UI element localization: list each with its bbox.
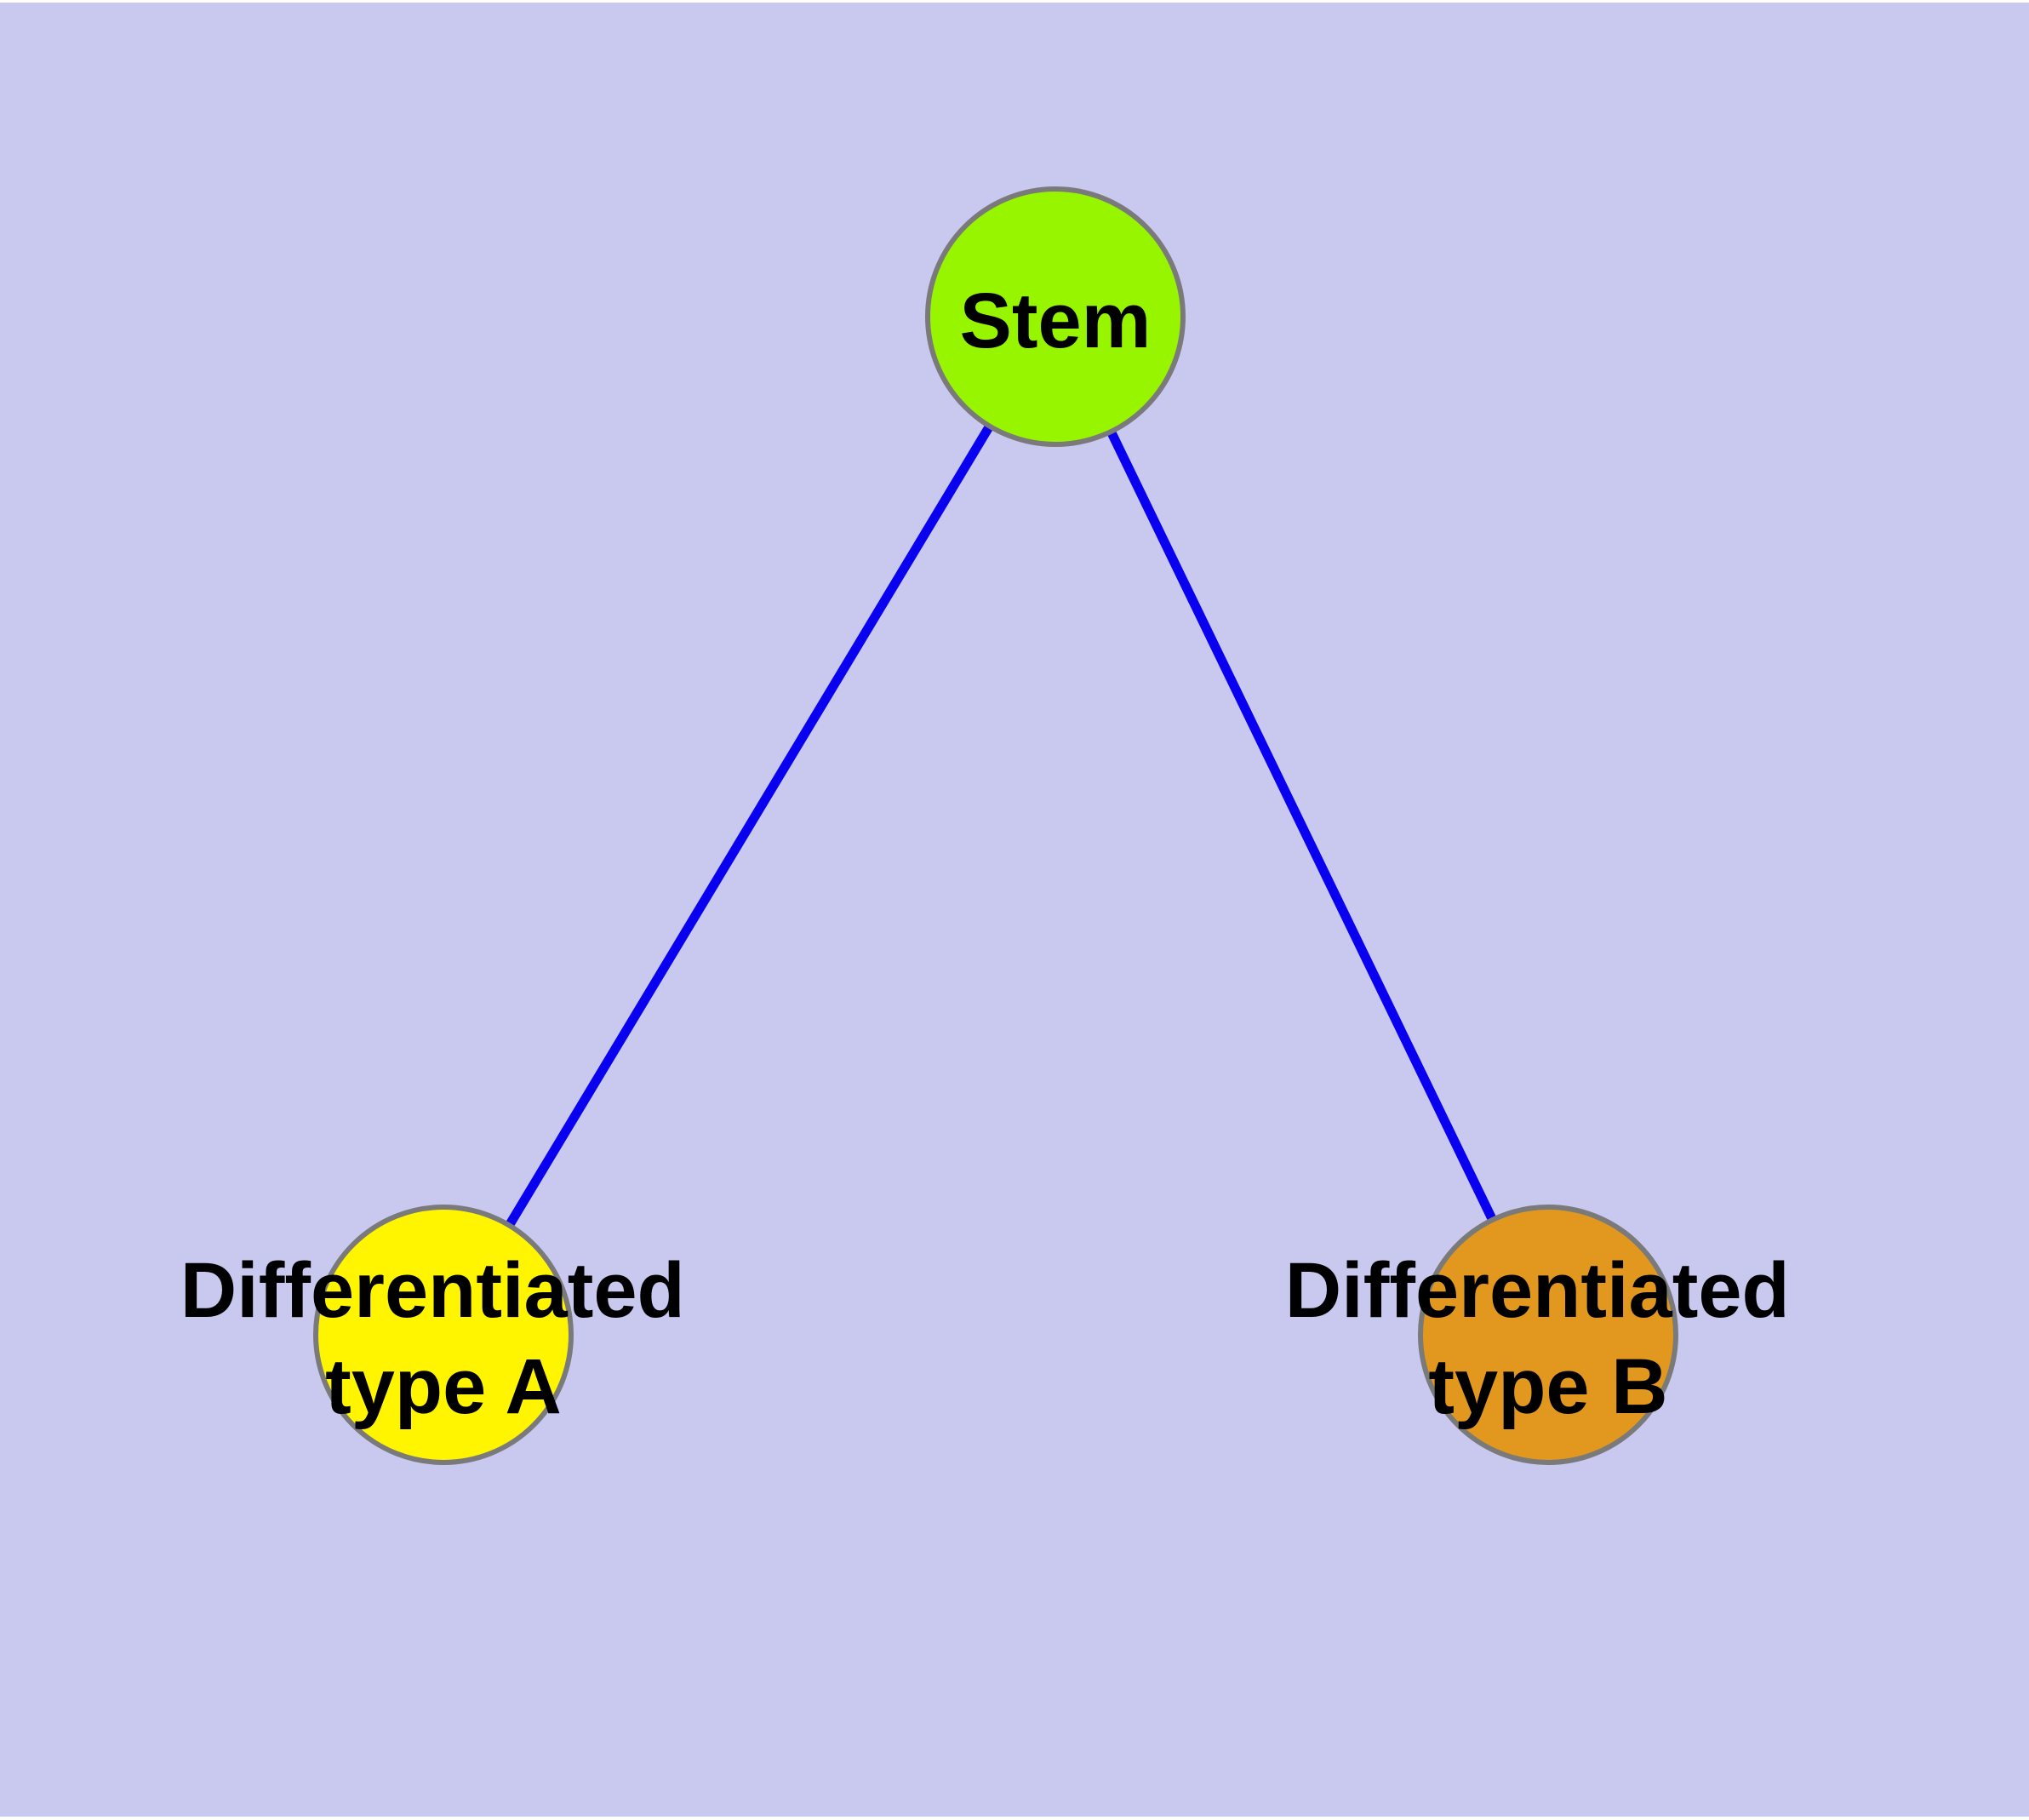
node-differentiated-type-b[interactable] — [1418, 1205, 1678, 1465]
node-type-a-label-line2: type A — [325, 1343, 562, 1430]
node-differentiated-type-a[interactable] — [313, 1205, 574, 1465]
node-type-b-label-line2: type B — [1428, 1343, 1667, 1430]
node-stem-label: Stem — [960, 278, 1152, 364]
edge-stem-to-type-a — [439, 314, 1060, 1337]
node-type-a-label-line1: Differentiated — [180, 1247, 685, 1334]
node-stem[interactable] — [925, 186, 1186, 447]
node-type-a-label: Differentiated type A — [180, 1247, 707, 1430]
edge-stem-to-type-b — [1051, 314, 1552, 1337]
node-type-b-label: Differentiated type B — [1285, 1247, 1812, 1430]
node-type-b-label-line1: Differentiated — [1285, 1247, 1790, 1334]
node-stem-label-line1: Stem — [960, 278, 1152, 364]
